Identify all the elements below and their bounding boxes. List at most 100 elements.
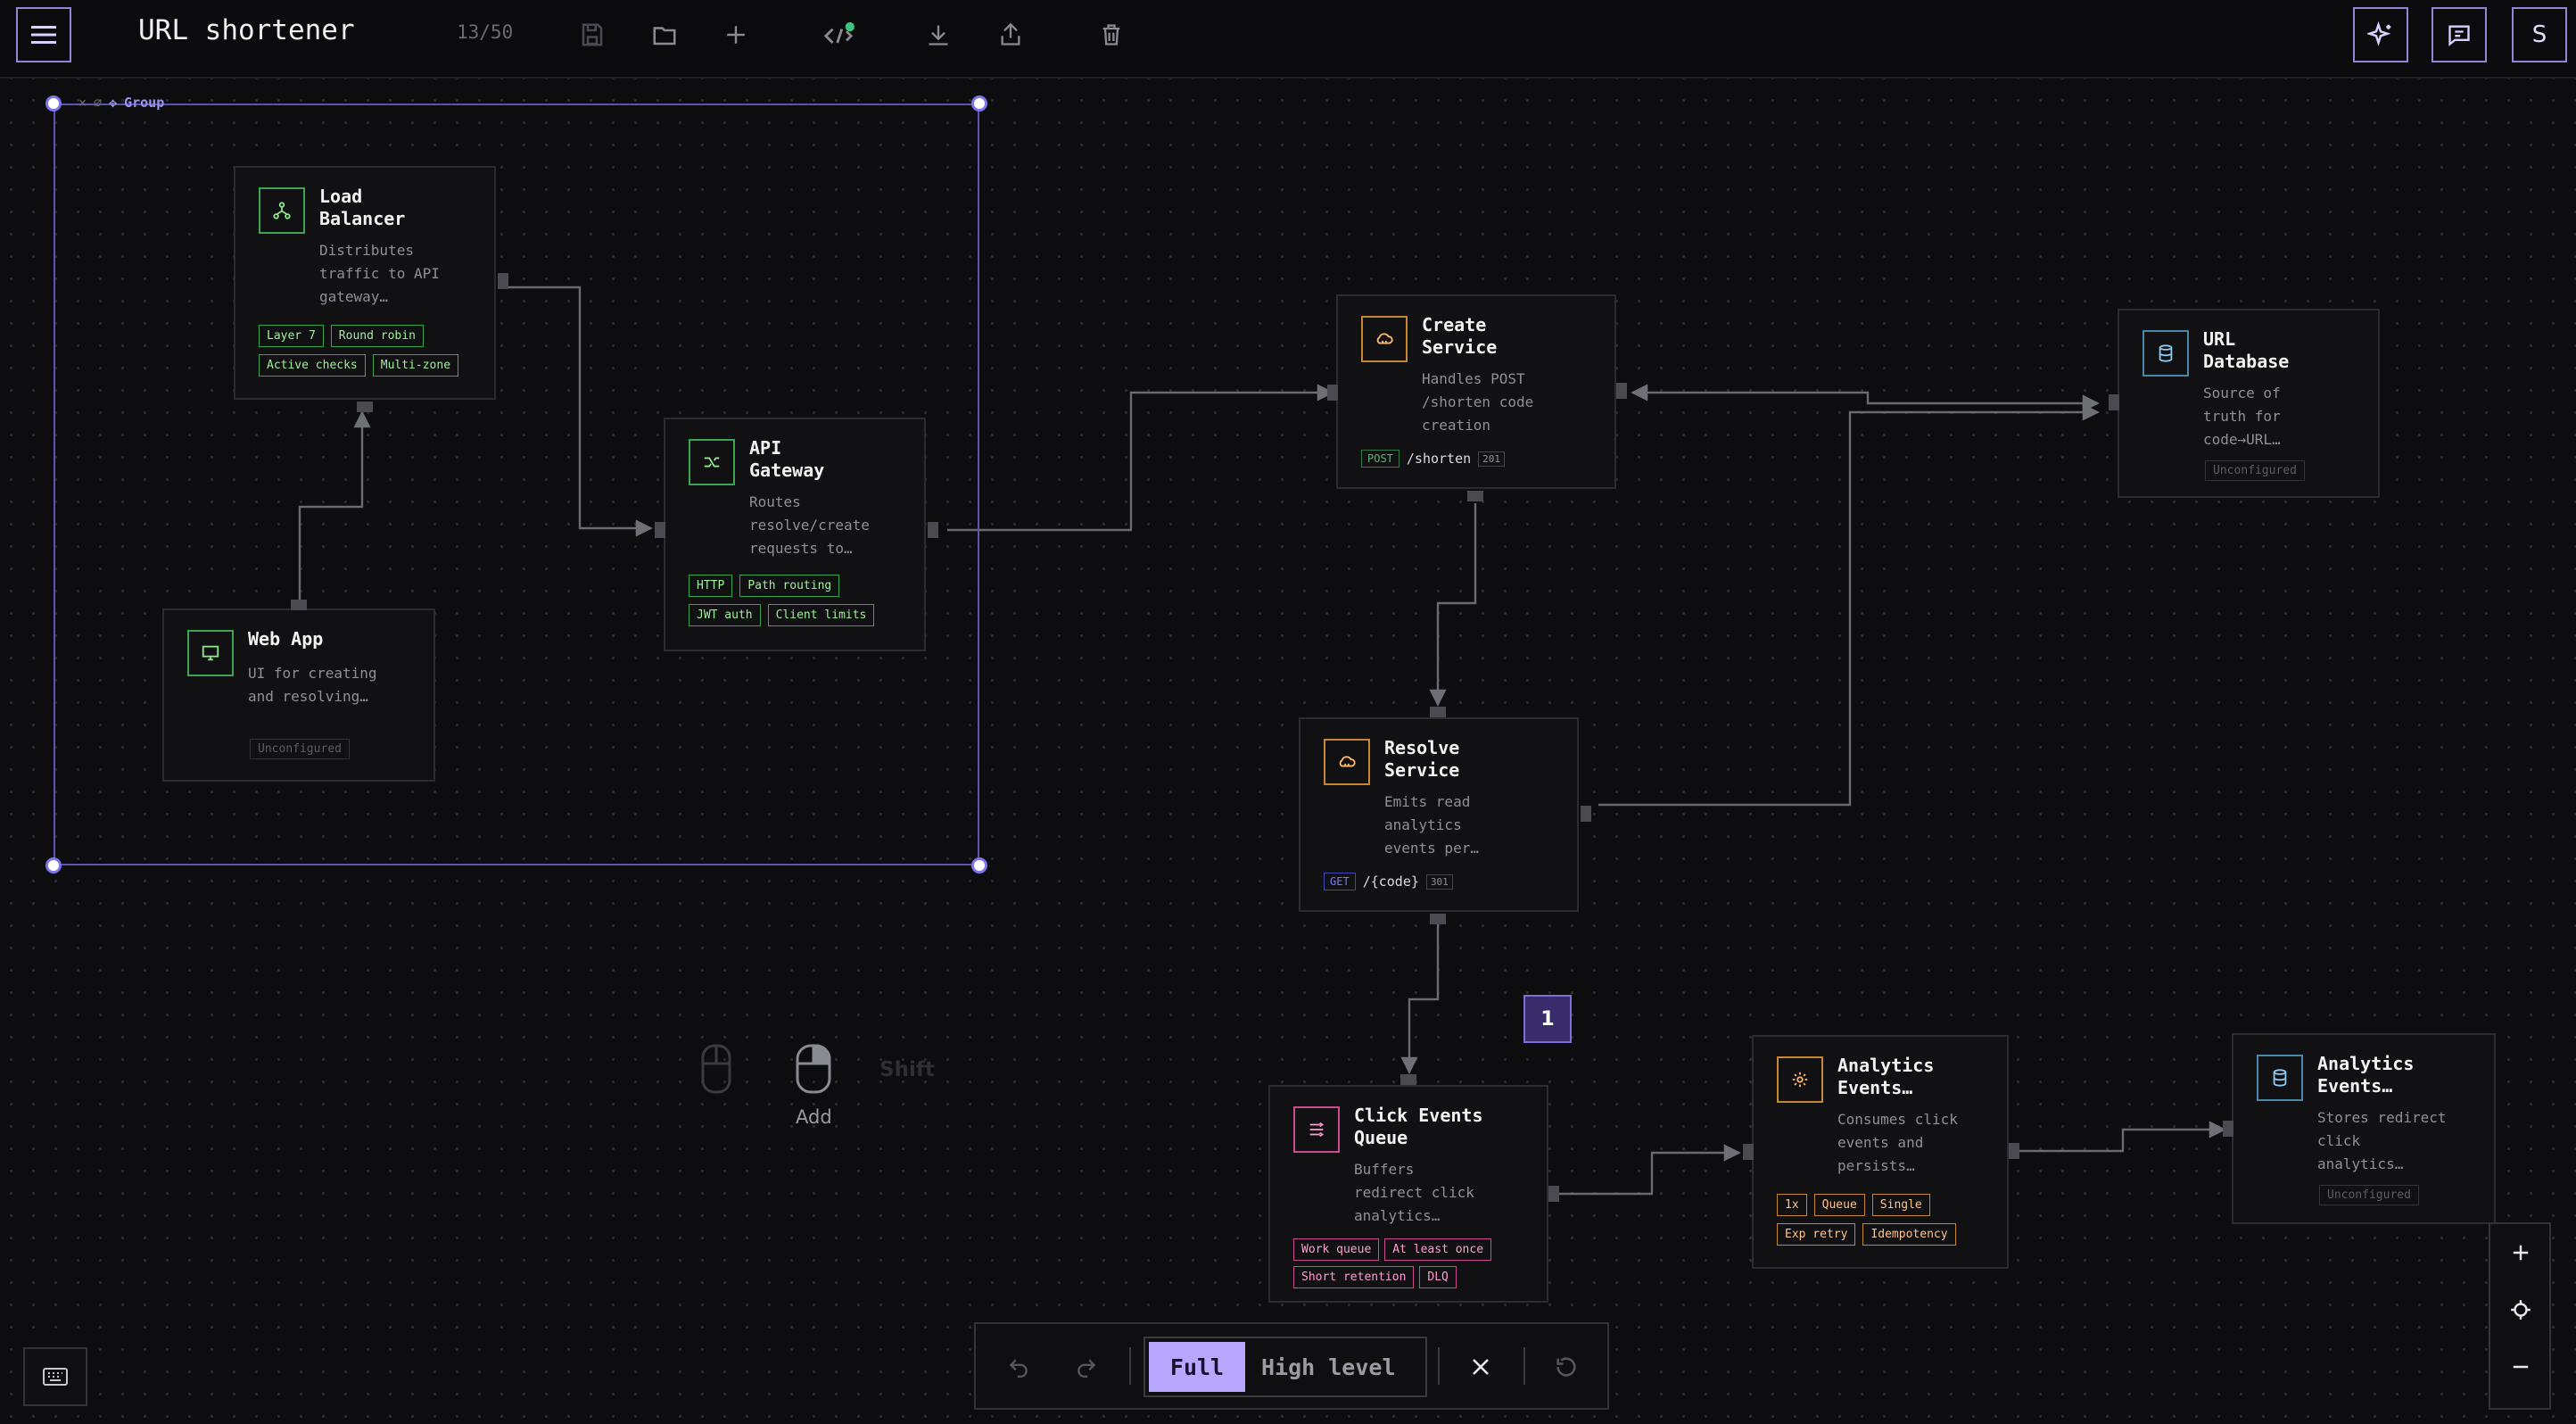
fit-view-button[interactable] [2501, 1290, 2540, 1329]
port-left[interactable] [2109, 394, 2119, 410]
edge-resolve-queue [1400, 924, 1440, 1074]
move-icon[interactable]: ✥ [109, 95, 118, 111]
status-code-badge: 201 [1478, 451, 1506, 467]
node-load-balancer[interactable]: Load Balancer Distributes traffic to API… [234, 166, 496, 400]
divider [1438, 1347, 1440, 1385]
tag: JWT auth [689, 604, 761, 626]
reset-button[interactable] [1547, 1347, 1586, 1387]
node-resolve-service[interactable]: Resolve Service Emits read analytics eve… [1299, 717, 1579, 912]
bottom-toolbar: Full High level [974, 1322, 1609, 1410]
port-left[interactable] [655, 522, 665, 538]
add-button[interactable] [716, 15, 755, 54]
folder-icon [653, 27, 676, 46]
group-resize-handle-tl[interactable] [45, 95, 62, 112]
node-analytics-store[interactable]: Analytics Events… Stores redirect click … [2232, 1033, 2496, 1224]
tag: HTTP [689, 575, 733, 597]
port-bottom[interactable] [357, 402, 373, 412]
hamburger-icon [31, 26, 56, 44]
port-right[interactable] [498, 273, 508, 289]
mouse-right-icon [796, 1044, 831, 1097]
endpoint-path: /shorten [1406, 451, 1472, 467]
redo-button[interactable] [1067, 1347, 1106, 1387]
node-url-database[interactable]: URL Database Source of truth for code→UR… [2118, 309, 2380, 498]
save-button[interactable] [573, 15, 612, 54]
tag: 1x [1777, 1194, 1807, 1216]
port-bottom[interactable] [1467, 491, 1483, 501]
port-top[interactable] [1430, 707, 1446, 717]
view-high-level-button[interactable]: High level [1261, 1354, 1396, 1380]
selection-count-badge[interactable]: 1 [1523, 995, 1572, 1043]
tag-list: HTTP Path routing JWT auth Client limits [689, 575, 912, 626]
zoom-in-button[interactable] [2501, 1233, 2540, 1272]
close-icon[interactable]: × [78, 95, 87, 111]
close-icon [1473, 1359, 1489, 1375]
code-button[interactable] [819, 15, 858, 54]
node-title: API Gateway [749, 437, 825, 481]
node-api-gateway[interactable]: API Gateway Routes resolve/create reques… [664, 418, 926, 651]
avatar-initial: S [2531, 21, 2547, 48]
port-right[interactable] [928, 522, 938, 538]
top-bar: URL shortener 13/50 S [0, 0, 2576, 79]
tag: At least once [1384, 1238, 1492, 1261]
port-top[interactable] [291, 600, 307, 610]
port-left[interactable] [1327, 385, 1338, 401]
node-description: Consumes click events and persists… [1837, 1111, 1958, 1174]
node-click-events-queue[interactable]: Click Events Queue Buffers redirect clic… [1268, 1085, 1548, 1303]
undo-button[interactable] [999, 1347, 1038, 1387]
tag: Client limits [767, 604, 875, 626]
group-resize-handle-tr[interactable] [971, 95, 987, 112]
cloud-function-icon [1361, 316, 1408, 362]
port-left[interactable] [1743, 1144, 1754, 1160]
tag: Short retention [1293, 1266, 1415, 1288]
node-description: Routes resolve/create requests to… [749, 493, 870, 557]
menu-button[interactable] [16, 7, 71, 62]
status-row: Unconfigured [250, 739, 350, 759]
tag: DLQ [1419, 1266, 1457, 1288]
diagram-title[interactable]: URL shortener [138, 14, 355, 46]
edge-resolve-urldb [1598, 403, 2100, 807]
keyboard-shortcuts-button[interactable] [23, 1347, 87, 1406]
share-button[interactable] [991, 15, 1030, 54]
cloud-function-icon [1324, 739, 1370, 785]
comments-button[interactable] [2432, 7, 2487, 62]
user-avatar[interactable]: S [2512, 7, 2567, 62]
port-right[interactable] [1581, 806, 1591, 822]
node-title: Analytics Events… [1837, 1055, 1935, 1098]
port-left[interactable] [2223, 1121, 2233, 1137]
zoom-controls [2489, 1222, 2551, 1410]
tag: Path routing [739, 575, 840, 597]
delete-button[interactable] [1092, 15, 1131, 54]
edge-queue-consumer [1557, 1144, 1741, 1196]
port-right[interactable] [1616, 383, 1627, 399]
edge-create-resolve [1429, 503, 1477, 707]
keyboard-icon [43, 1368, 68, 1386]
clear-button[interactable] [1461, 1347, 1500, 1387]
link-icon[interactable]: ⌀ [94, 95, 103, 111]
group-frame[interactable] [54, 103, 979, 865]
tag: Active checks [259, 354, 366, 377]
zoom-out-button[interactable] [2501, 1347, 2540, 1387]
download-button[interactable] [919, 15, 958, 54]
save-icon [582, 23, 603, 46]
node-title: Click Events Queue [1354, 1105, 1483, 1148]
ai-assist-button[interactable] [2353, 7, 2408, 62]
group-resize-handle-bl[interactable] [45, 857, 62, 873]
database-icon [2257, 1055, 2303, 1101]
tag-list: Work queue At least once Short retention… [1293, 1238, 1534, 1288]
open-folder-button[interactable] [645, 15, 684, 54]
port-bottom[interactable] [1430, 914, 1446, 924]
node-analytics-consumer[interactable]: Analytics Events… Consumes click events … [1752, 1035, 2009, 1269]
network-icon [259, 187, 305, 234]
port-right[interactable] [2009, 1143, 2019, 1159]
group-header[interactable]: × ⌀ ✥ Group [78, 95, 164, 111]
port-right[interactable] [1548, 1186, 1559, 1202]
node-web-app[interactable]: Web App UI for creating and resolving… U… [162, 609, 435, 782]
node-create-service[interactable]: Create Service Handles POST /shorten cod… [1336, 294, 1616, 489]
port-top[interactable] [1400, 1074, 1416, 1085]
view-full-button[interactable]: Full [1149, 1342, 1245, 1392]
consumer-gear-icon [1777, 1056, 1823, 1103]
edge-gateway-create [947, 384, 1334, 532]
group-resize-handle-br[interactable] [971, 857, 987, 873]
method-badge: GET [1324, 873, 1356, 890]
status-code-badge: 301 [1425, 873, 1453, 890]
